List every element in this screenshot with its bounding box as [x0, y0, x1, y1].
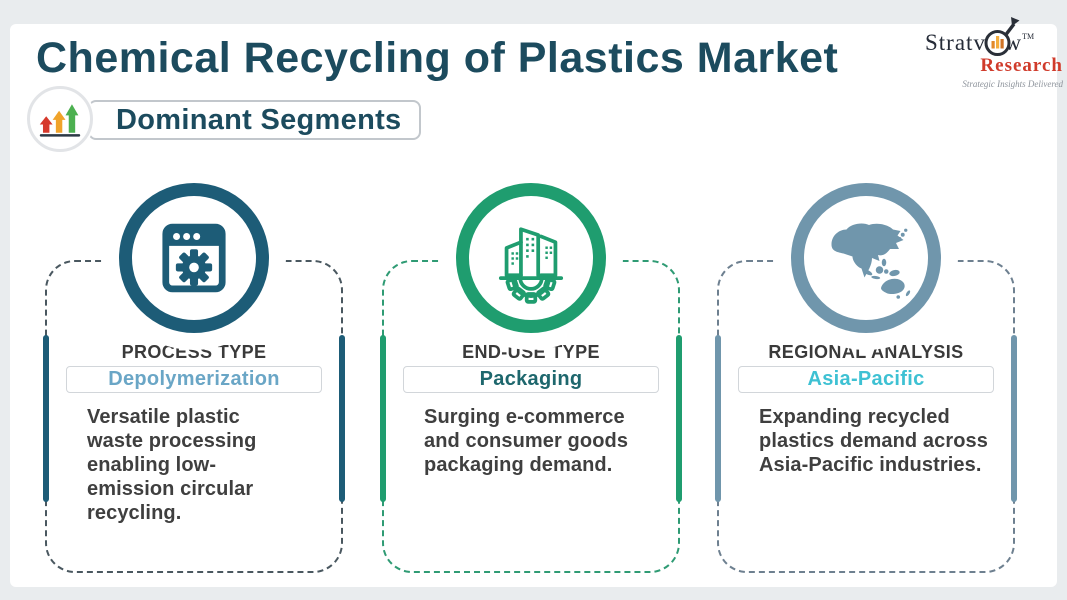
card-value-box: Asia-Pacific: [738, 366, 994, 393]
card-heading: END-USE TYPE: [462, 342, 600, 362]
card-value-box: Depolymerization: [66, 366, 322, 393]
section-badge-label: Dominant Segments: [116, 103, 402, 136]
card-body: Surging e-commerce and consumer goods pa…: [424, 406, 629, 476]
trademark-symbol: TM: [1022, 32, 1035, 41]
magnifier-chart-icon: [981, 15, 1025, 64]
segment-card-process-type: PROCESS TYPE Depolymerization Versatile …: [43, 166, 345, 573]
logo-subbrand-text: Research: [980, 55, 1063, 76]
accent-bar-left: [43, 335, 49, 502]
content-sheet: Chemical Recycling of Plastics Market Do…: [10, 17, 1063, 587]
accent-bar-right: [339, 335, 345, 502]
accent-bar-right: [676, 335, 682, 502]
browser-gear-icon: [119, 183, 269, 333]
segment-card-end-use-type: END-USE TYPE Packaging Surging e-commerc…: [380, 166, 682, 573]
card-value: Depolymerization: [108, 368, 280, 390]
asia-pacific-map-icon: [791, 183, 941, 333]
card-body: Expanding recycled plastics demand acros…: [759, 406, 988, 476]
stratview-logo: StratviewTM Research Strategic Insights …: [925, 17, 1063, 89]
rising-arrows-icon: [27, 86, 93, 152]
card-value: Packaging: [479, 368, 583, 390]
page-title: Chemical Recycling of Plastics Market: [36, 34, 839, 82]
logo-tagline: Strategic Insights Delivered: [962, 79, 1063, 89]
accent-bar-left: [380, 335, 386, 502]
card-value: Asia-Pacific: [807, 368, 925, 390]
card-body: Versatile plastic waste processing enabl…: [87, 406, 257, 524]
segment-card-regional-analysis: REGIONAL ANALYSIS Asia-Pacific Expanding…: [715, 166, 1017, 573]
accent-bar-right: [1011, 335, 1017, 502]
card-value-box: Packaging: [403, 366, 659, 393]
accent-bar-left: [715, 335, 721, 502]
card-heading: REGIONAL ANALYSIS: [768, 342, 964, 362]
card-heading: PROCESS TYPE: [121, 342, 267, 362]
buildings-gear-icon: [456, 183, 606, 333]
section-badge: Dominant Segments: [88, 100, 421, 140]
